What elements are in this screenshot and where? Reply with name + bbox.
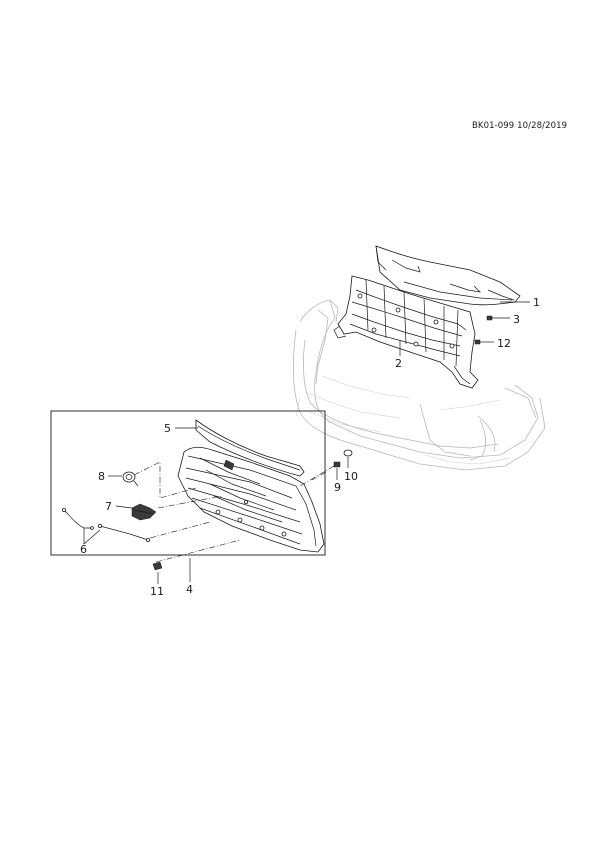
- part-10-nut: [343, 449, 353, 457]
- part-3-clip: [486, 315, 493, 321]
- callout-12: 12: [497, 337, 511, 350]
- callout-11: 11: [150, 585, 164, 598]
- part-9-screw: [333, 461, 341, 468]
- part-7-emblem: [131, 503, 157, 521]
- callout-1: 1: [533, 296, 540, 309]
- callout-3: 3: [513, 313, 520, 326]
- assembly-dash-lines: [133, 461, 335, 563]
- part-6-trim-strips: [62, 507, 150, 543]
- diagram-reference-code: BK01-099 10/28/2019: [472, 121, 568, 131]
- callout-9: 9: [334, 481, 341, 494]
- callout-5: 5: [164, 422, 171, 435]
- part-5-grille-upper-trim: [195, 419, 305, 477]
- part-12-clip: [474, 339, 481, 345]
- part-2-grille-support-bracket: [333, 275, 479, 389]
- part-4-radiator-grille: [177, 446, 325, 553]
- leader-lines: [83, 301, 530, 584]
- callout-10: 10: [344, 470, 358, 483]
- grille-assembly-detail-frame: [50, 410, 326, 556]
- front-bumper-fascia-ghost: [292, 299, 546, 471]
- callout-8: 8: [98, 470, 105, 483]
- part-8-emblem-cap: [122, 471, 139, 487]
- callout-2: 2: [395, 357, 402, 370]
- part-11-clip: [152, 561, 163, 571]
- callout-4: 4: [186, 583, 193, 596]
- callout-7: 7: [105, 500, 112, 513]
- callout-6: 6: [80, 543, 87, 556]
